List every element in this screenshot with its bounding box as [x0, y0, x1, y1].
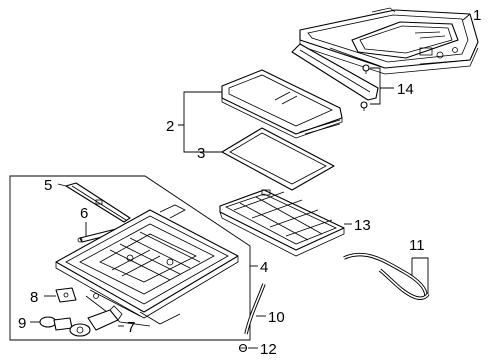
part-3-glass-seal — [221, 127, 335, 191]
part-8-bracket — [55, 287, 77, 303]
callout-13: 13 — [354, 217, 371, 234]
part-14-deflector — [291, 43, 379, 111]
part-7-module — [87, 305, 123, 331]
leader-14 — [370, 67, 394, 105]
callout-10: 10 — [268, 309, 285, 326]
callout-4: 4 — [260, 259, 268, 276]
part-13-sunshade — [219, 189, 345, 257]
callout-12: 12 — [260, 341, 277, 358]
leader-5 — [57, 183, 67, 187]
part-4-frame-assembly — [55, 204, 239, 327]
callout-8: 8 — [30, 289, 38, 306]
callout-2: 2 — [166, 118, 174, 135]
part-2-glass-panel — [221, 69, 343, 139]
part-5-guide-rail — [65, 182, 131, 223]
callout-3: 3 — [197, 145, 205, 162]
callout-5: 5 — [44, 177, 52, 194]
part-9-motor — [39, 316, 91, 337]
callout-11: 11 — [409, 237, 425, 254]
callout-9: 9 — [18, 315, 26, 332]
part-10-drain-hose — [244, 283, 266, 335]
callout-14: 14 — [397, 81, 414, 98]
leader-1 — [462, 13, 471, 21]
part-12-clip — [238, 343, 248, 353]
part-1-sunroof-housing — [299, 7, 479, 75]
leader-2 — [178, 91, 222, 153]
assembly-box — [9, 175, 251, 341]
callout-7: 7 — [127, 319, 135, 336]
leader-11 — [411, 257, 429, 294]
callout-6: 6 — [80, 205, 88, 222]
callout-1: 1 — [473, 7, 481, 24]
part-11-hoses — [343, 252, 430, 300]
